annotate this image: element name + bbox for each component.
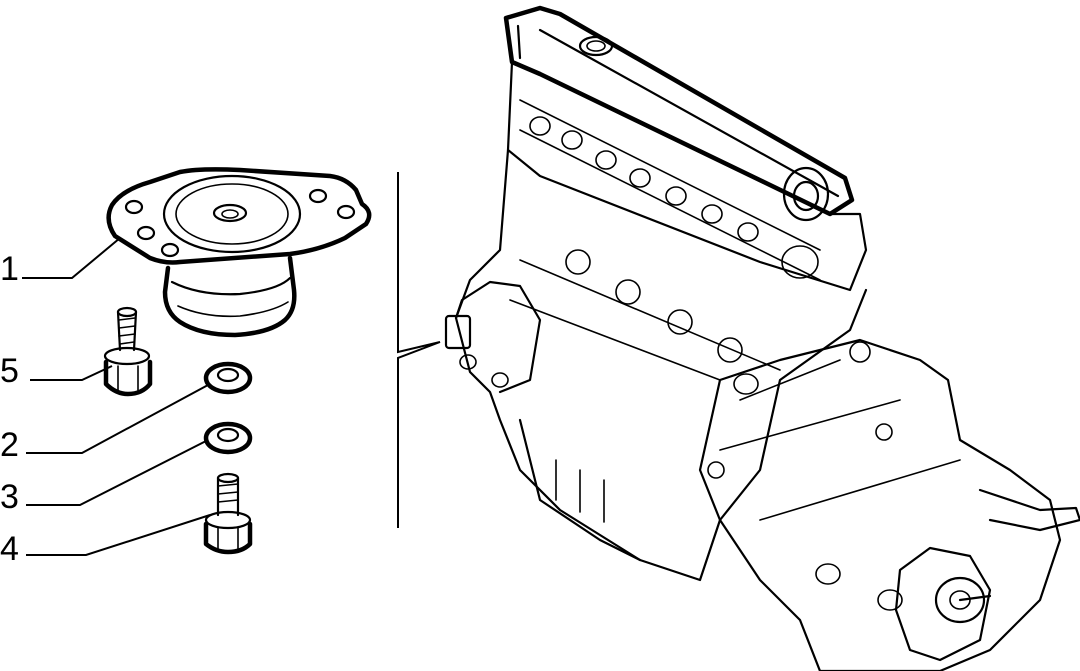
washer-lower-part xyxy=(203,421,253,455)
gearbox-ribs xyxy=(719,359,961,521)
flange-hole xyxy=(308,188,328,204)
head-port xyxy=(665,186,687,206)
block-boss xyxy=(565,249,591,275)
callout-label-2: 2 xyxy=(0,426,19,464)
flange-hole xyxy=(160,242,180,258)
cam-pulley-bore xyxy=(792,180,820,212)
leader-line-2 xyxy=(26,384,209,454)
mount-bracket-boss xyxy=(444,314,472,350)
drive-flange-center xyxy=(949,590,971,610)
bolt-hex-edge xyxy=(217,527,239,551)
engine-assembly xyxy=(444,5,1080,671)
callout-2: 2 xyxy=(0,384,209,464)
valve-cover xyxy=(503,5,855,217)
bolt-hex-head xyxy=(203,521,253,555)
drive-flange xyxy=(934,576,986,624)
oil-filler-cap-inner xyxy=(586,40,606,52)
leader-line-1 xyxy=(22,237,121,279)
bolt-washer-face xyxy=(204,510,252,530)
mount-location-bracket xyxy=(397,172,441,528)
oil-sump xyxy=(518,418,642,562)
washer-upper-hole xyxy=(216,367,240,383)
flange-hole xyxy=(336,204,356,220)
stud-hex-edge xyxy=(117,365,139,391)
bolt-thread xyxy=(217,483,239,503)
head-end-port xyxy=(781,245,819,279)
mount-flange xyxy=(106,167,372,265)
flange-hole xyxy=(124,199,144,215)
block-boss xyxy=(667,309,693,335)
stud-flange xyxy=(103,346,151,366)
mount-body-band xyxy=(170,276,292,296)
leader-line-5 xyxy=(30,365,113,381)
stud-tip xyxy=(116,306,138,318)
head-port xyxy=(529,116,551,136)
block-ribs xyxy=(509,259,781,381)
head-port xyxy=(737,222,759,242)
valve-cover-edge xyxy=(516,24,840,198)
washer-upper-outer xyxy=(203,361,253,395)
mount-center-bore xyxy=(221,209,239,219)
callout-label-4: 4 xyxy=(0,530,19,568)
gearbox-bolt xyxy=(877,589,903,611)
washer-lower-hole xyxy=(216,427,240,443)
callout-label-3: 3 xyxy=(0,478,19,516)
flange-hole xyxy=(136,225,156,241)
gearbox-bolt xyxy=(849,341,871,363)
mount-dome-outer xyxy=(162,174,302,254)
head-port xyxy=(701,204,723,224)
washer-upper-part xyxy=(203,361,253,395)
leader-line-4 xyxy=(26,514,211,556)
mount-dome-inner xyxy=(175,183,289,245)
callout-3: 3 xyxy=(0,439,209,516)
bolt-tip xyxy=(216,472,240,484)
callout-1: 1 xyxy=(0,237,121,288)
hex-bolt-part xyxy=(203,472,253,555)
callout-label-5: 5 xyxy=(0,352,19,390)
head-port xyxy=(629,168,651,188)
gearbox-bolt xyxy=(733,373,759,395)
cam-pulley-housing xyxy=(782,166,830,222)
callout-4: 4 xyxy=(0,514,211,568)
leader-line-3 xyxy=(26,439,209,506)
front-bolt xyxy=(491,372,509,388)
block-boss xyxy=(717,337,743,363)
mount-body-band xyxy=(177,301,289,318)
block-boss xyxy=(615,279,641,305)
gearbox-housing xyxy=(698,338,1062,671)
stud-thread xyxy=(118,317,136,345)
sump-ribs xyxy=(555,459,605,523)
mount-center-hole xyxy=(212,203,248,223)
engine-mount-part xyxy=(106,167,372,338)
gearbox-bolt xyxy=(875,423,893,441)
shift-bracket xyxy=(978,488,1080,532)
engine-block xyxy=(454,148,868,582)
callout-5: 5 xyxy=(0,352,113,390)
output-shaft xyxy=(958,594,992,602)
gearbox-bolt xyxy=(707,461,725,479)
timing-cover xyxy=(454,280,542,394)
stud-bolt-part xyxy=(103,306,153,397)
mount-body xyxy=(162,255,297,338)
differential-housing xyxy=(894,546,992,662)
head-port xyxy=(561,130,583,150)
head-port xyxy=(595,150,617,170)
oil-filler-cap xyxy=(578,35,614,57)
head-ribs xyxy=(519,99,821,281)
front-bolt xyxy=(459,354,477,370)
washer-lower-outer xyxy=(203,421,253,455)
stud-hex-head xyxy=(103,359,153,397)
callout-label-1: 1 xyxy=(0,250,19,288)
gearbox-bolt xyxy=(815,563,841,585)
cylinder-head xyxy=(506,60,868,292)
